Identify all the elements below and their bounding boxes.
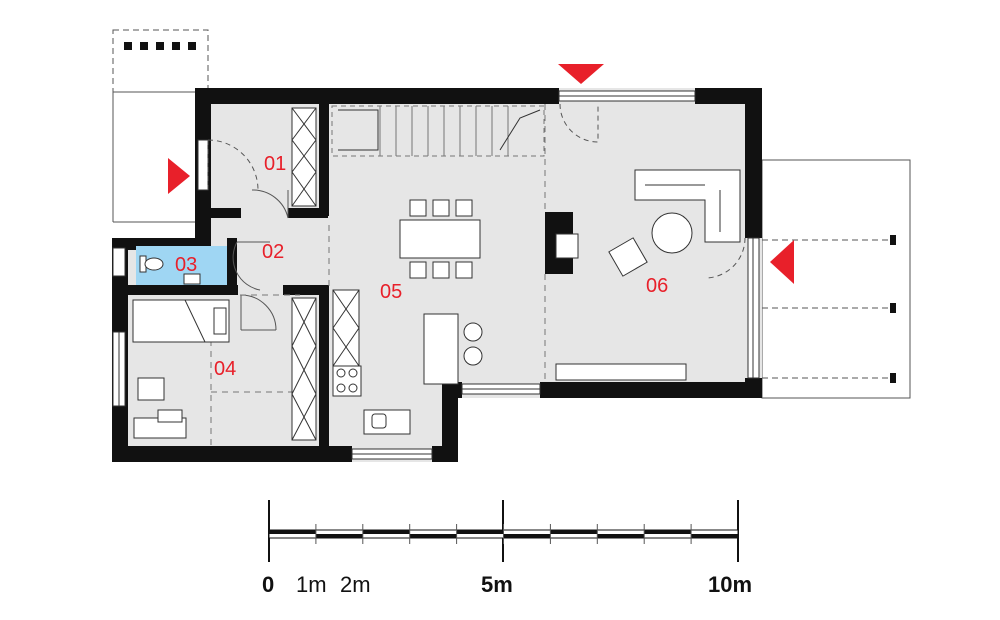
scale-segment [269, 530, 316, 534]
entry-markers [168, 64, 794, 284]
entry-marker-east [770, 240, 794, 284]
scale-segment [503, 534, 551, 538]
coffee-table [651, 212, 693, 254]
sofa [634, 169, 741, 243]
tv-cabinet [555, 363, 687, 381]
scale-label-5m: 5m [481, 572, 513, 597]
scale-segment [644, 530, 692, 534]
entry-marker-west [168, 158, 190, 194]
sink-icon [183, 273, 201, 285]
parking-posts [124, 42, 896, 383]
room-label-03: 03 [175, 254, 197, 276]
scale-segment [597, 534, 645, 538]
scale-segment [691, 534, 738, 538]
room-label-05: 05 [380, 281, 402, 303]
scale-label-2m: 2m [340, 572, 371, 597]
scale-segment [456, 530, 504, 534]
door-swings [207, 103, 746, 331]
bed [132, 299, 230, 343]
fireplace [555, 233, 579, 259]
armchair [608, 237, 648, 277]
entry-marker-north [558, 64, 604, 84]
desk [133, 377, 187, 439]
scale-label-0: 0 [262, 572, 274, 597]
scale-label-10m: 10m [708, 572, 752, 597]
staircase [331, 105, 545, 157]
bar-stools [463, 322, 483, 366]
room-label-06: 06 [646, 275, 668, 297]
scale-segments [269, 524, 738, 544]
scale-segment [362, 530, 410, 534]
room-label-01: 01 [264, 153, 286, 175]
scale-segment [550, 530, 598, 534]
toilet-icon [139, 255, 164, 273]
scale-label-1m: 1m [296, 572, 327, 597]
kitchen-sink-icon [371, 413, 387, 429]
stove-icon [336, 368, 358, 393]
room-label-04: 04 [214, 358, 236, 380]
dining-set [399, 199, 481, 279]
scale-segment [315, 534, 363, 538]
scale-segment [409, 534, 457, 538]
wardrobes [291, 107, 317, 441]
room-label-02: 02 [262, 241, 284, 263]
